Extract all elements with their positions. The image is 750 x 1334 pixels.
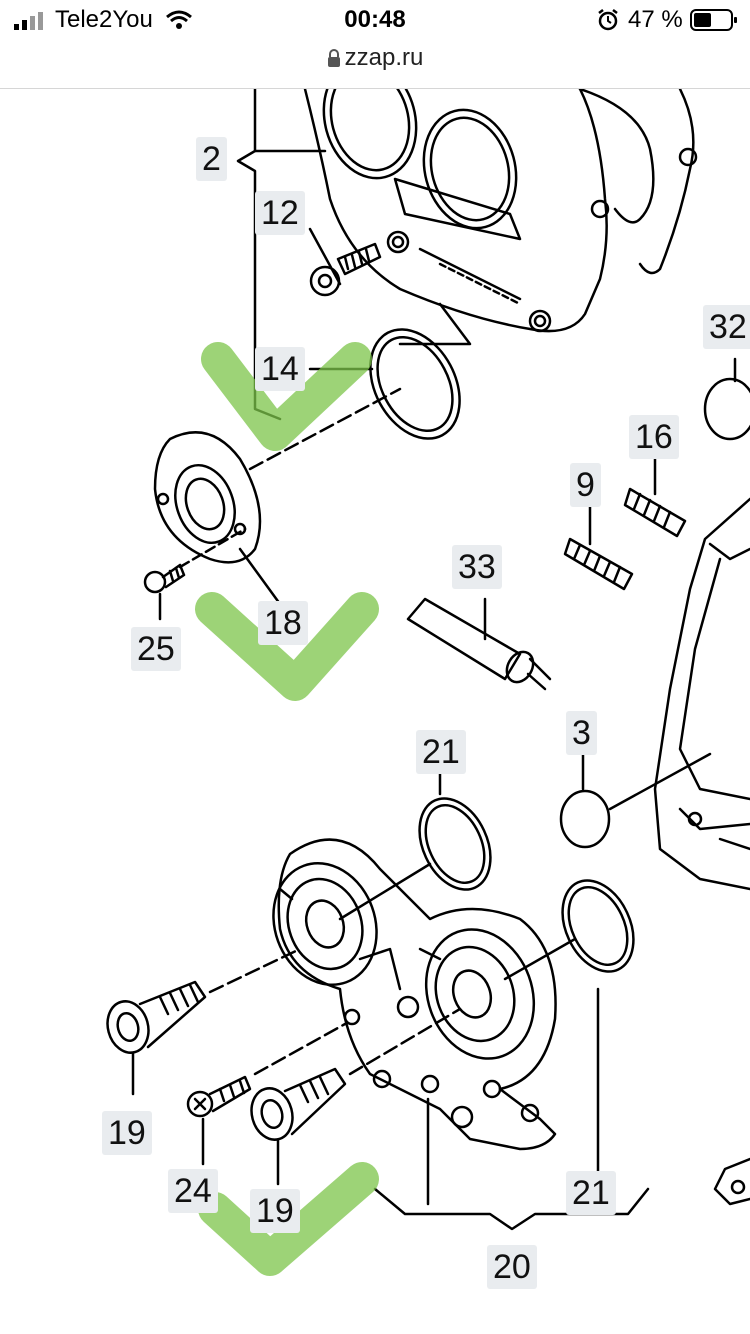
checkmark-icon xyxy=(195,592,379,701)
gasket-fragment xyxy=(713,1157,750,1206)
timing-cover xyxy=(303,89,655,333)
url-text[interactable]: zzap.ru xyxy=(344,44,424,71)
flange-18 xyxy=(153,431,282,606)
callout-9[interactable]: 9 xyxy=(570,463,601,507)
callout-20[interactable]: 20 xyxy=(487,1245,537,1289)
battery-icon xyxy=(690,9,737,31)
callout-19-center[interactable]: 19 xyxy=(250,1189,300,1233)
callout-21-bottom[interactable]: 21 xyxy=(566,1171,616,1215)
checkmarks xyxy=(195,342,379,1276)
callout-3[interactable]: 3 xyxy=(566,711,597,755)
carrier-name: Tele2You xyxy=(55,6,153,33)
callout-21-top[interactable]: 21 xyxy=(416,730,466,774)
stud-9 xyxy=(563,502,634,591)
alarm-icon xyxy=(598,9,618,31)
callout-16[interactable]: 16 xyxy=(629,415,679,459)
bolt-12 xyxy=(308,227,382,297)
callout-25[interactable]: 25 xyxy=(131,627,181,671)
callout-12[interactable]: 12 xyxy=(255,191,305,235)
engine-block xyxy=(653,497,750,891)
bolt-19-center xyxy=(250,1007,462,1186)
o-ring-14 xyxy=(248,302,472,471)
clock: 00:48 xyxy=(344,6,406,33)
screw-24 xyxy=(186,1022,347,1166)
wifi-icon xyxy=(166,10,192,29)
callout-33[interactable]: 33 xyxy=(452,545,502,589)
bolt-19-left xyxy=(106,947,302,1096)
checkmark-icon xyxy=(201,342,372,451)
parts-drawing xyxy=(106,89,750,1276)
screw-25 xyxy=(143,527,247,621)
cap-3 xyxy=(559,752,712,849)
callout-18[interactable]: 18 xyxy=(258,601,308,645)
callout-19-left[interactable]: 19 xyxy=(102,1111,152,1155)
lock-icon xyxy=(327,49,340,67)
bracket-20 xyxy=(373,1187,650,1231)
o-ring-21-right xyxy=(503,879,635,1181)
o-ring-21-top xyxy=(338,752,492,921)
pump-housing-20 xyxy=(272,838,557,1151)
stud-16 xyxy=(623,457,687,538)
callout-24[interactable]: 24 xyxy=(168,1169,218,1213)
gasket-outline xyxy=(638,89,695,275)
sealant-tube-33 xyxy=(406,597,552,691)
checkmark-icon xyxy=(198,1162,379,1276)
callout-2[interactable]: 2 xyxy=(196,137,227,181)
status-bar: Tele2You 00:48 47 % xyxy=(0,0,750,40)
battery-percent: 47 % xyxy=(628,6,683,33)
parts-diagram: 2 12 14 32 16 9 33 18 25 21 3 19 24 19 2… xyxy=(0,89,750,1334)
cap-32 xyxy=(703,357,750,441)
address-bar[interactable]: zzap.ru xyxy=(0,40,750,89)
callout-32[interactable]: 32 xyxy=(703,305,750,349)
callout-14[interactable]: 14 xyxy=(255,347,305,391)
signal-icon xyxy=(14,12,43,30)
